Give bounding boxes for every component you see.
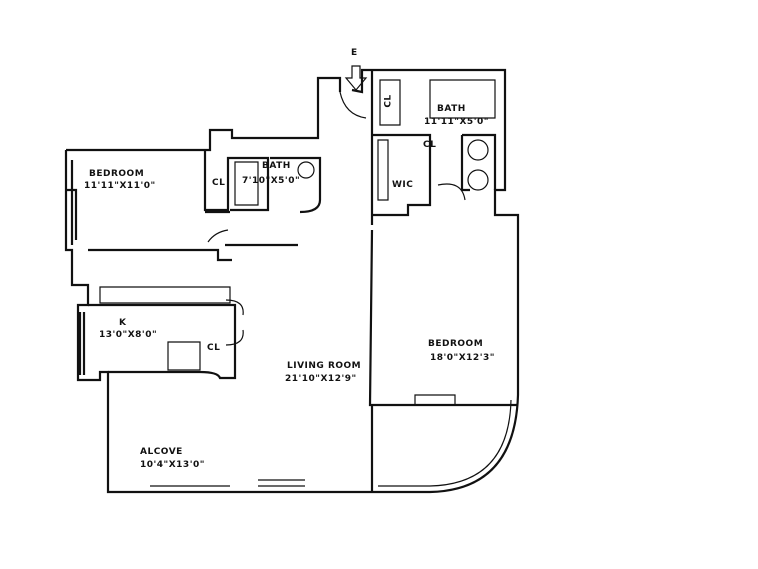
room-name-bedroom-1: BEDROOM xyxy=(89,169,145,179)
closet-label: CL xyxy=(383,94,394,108)
closet-label: CL xyxy=(207,343,221,353)
room-name-bedroom-2: BEDROOM xyxy=(428,339,484,349)
room-name-bath-1: BATH xyxy=(262,161,291,171)
outer-wall xyxy=(66,68,520,395)
room-name-alcove: ALCOVE xyxy=(140,447,183,457)
entrance-label: E xyxy=(351,48,358,58)
balcony-wall xyxy=(372,394,520,494)
room-size-living-room: 21'10"X12'9" xyxy=(285,374,357,384)
walk-in-closet-label: WIC xyxy=(392,180,414,190)
room-size-bath-2: 11'11"X5'0" xyxy=(424,117,489,127)
room-size-kitchen: 13'0"X8'0" xyxy=(99,330,158,340)
room-name-kitchen: K xyxy=(119,318,127,328)
room-size-bedroom-1: 11'11"X11'0" xyxy=(84,181,156,191)
room-size-alcove: 10'4"X13'0" xyxy=(140,460,205,470)
room-name-bath-2: BATH xyxy=(437,104,466,114)
room-size-bedroom-2: 18'0"X12'3" xyxy=(430,353,495,363)
closet-label: CL xyxy=(423,140,437,150)
closet-label: CL xyxy=(212,178,226,188)
room-size-bath-1: 7'10"X5'0" xyxy=(242,176,301,186)
room-name-living-room: LIVING ROOM xyxy=(287,361,362,371)
outer-wall-left xyxy=(64,150,372,494)
